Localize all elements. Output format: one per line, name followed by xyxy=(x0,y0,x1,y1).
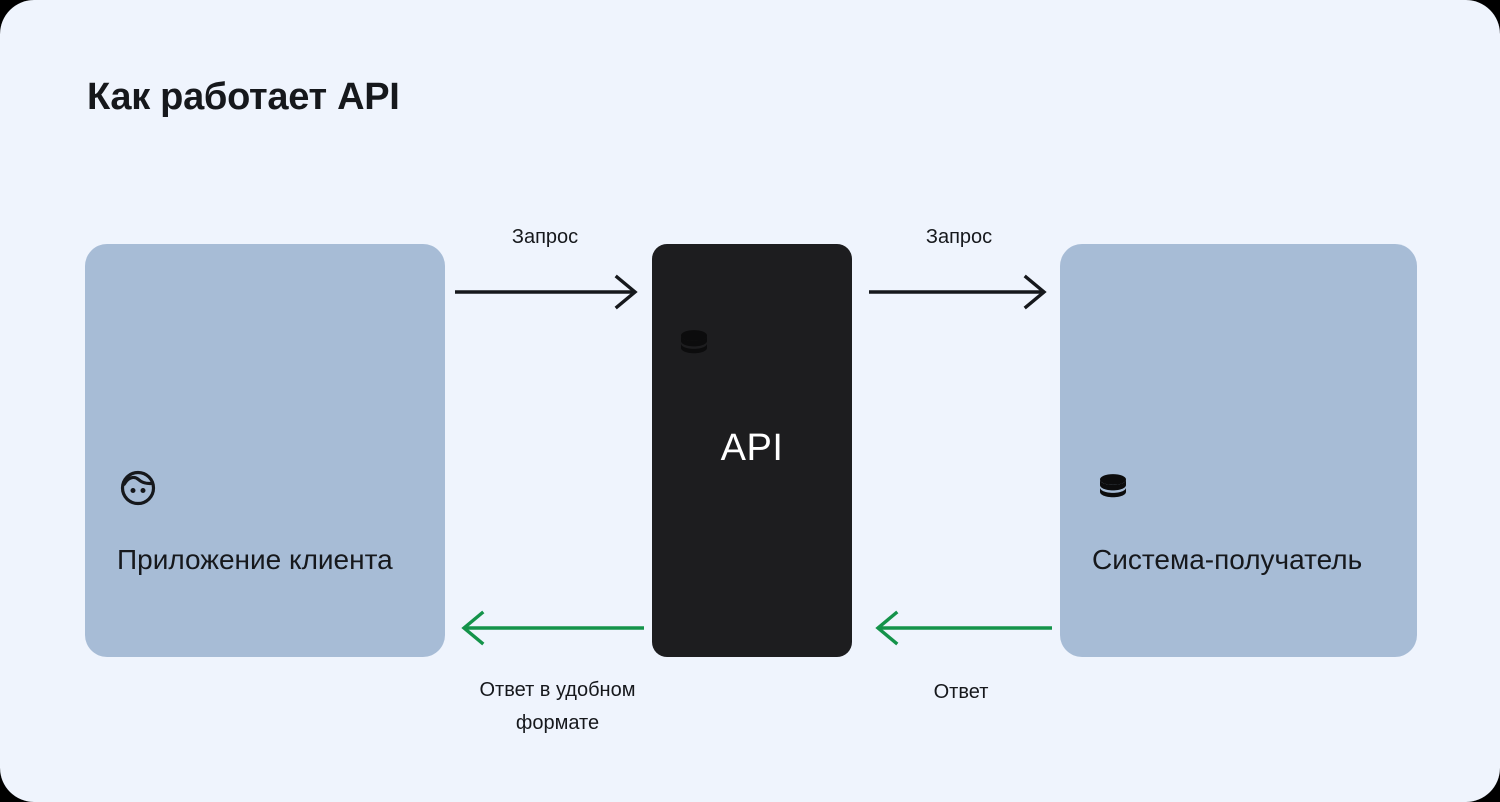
arrow-response-api-to-client xyxy=(461,610,644,646)
node-receiving-system: Система-получатель xyxy=(1060,244,1417,657)
database-icon xyxy=(1093,468,1133,508)
label-response-api-to-client: Ответ в удобном формате xyxy=(479,679,636,734)
arrow-request-client-to-api xyxy=(455,274,638,310)
page-title: Как работает API xyxy=(87,76,400,118)
label-response-system-to-api: Ответ xyxy=(933,681,989,703)
label-request-api-to-system: Запрос xyxy=(925,226,993,248)
node-system-label: Система-получатель xyxy=(1092,544,1363,575)
database-icon xyxy=(674,324,714,364)
node-client-application: Приложение клиента xyxy=(85,244,445,657)
label-request-client-to-api: Запрос xyxy=(511,226,579,248)
user-face-icon xyxy=(118,468,158,508)
corner-mark-bottom-left xyxy=(0,766,36,802)
corner-mark-bottom-right xyxy=(1464,766,1500,802)
arrow-request-api-to-system xyxy=(869,274,1047,310)
corner-mark-top-right xyxy=(1464,0,1500,36)
corner-mark-top-left xyxy=(0,0,36,36)
node-api-label: API xyxy=(720,427,784,469)
arrow-response-system-to-api xyxy=(875,610,1052,646)
node-api: API xyxy=(652,244,852,657)
node-client-label: Приложение клиента xyxy=(117,544,393,575)
